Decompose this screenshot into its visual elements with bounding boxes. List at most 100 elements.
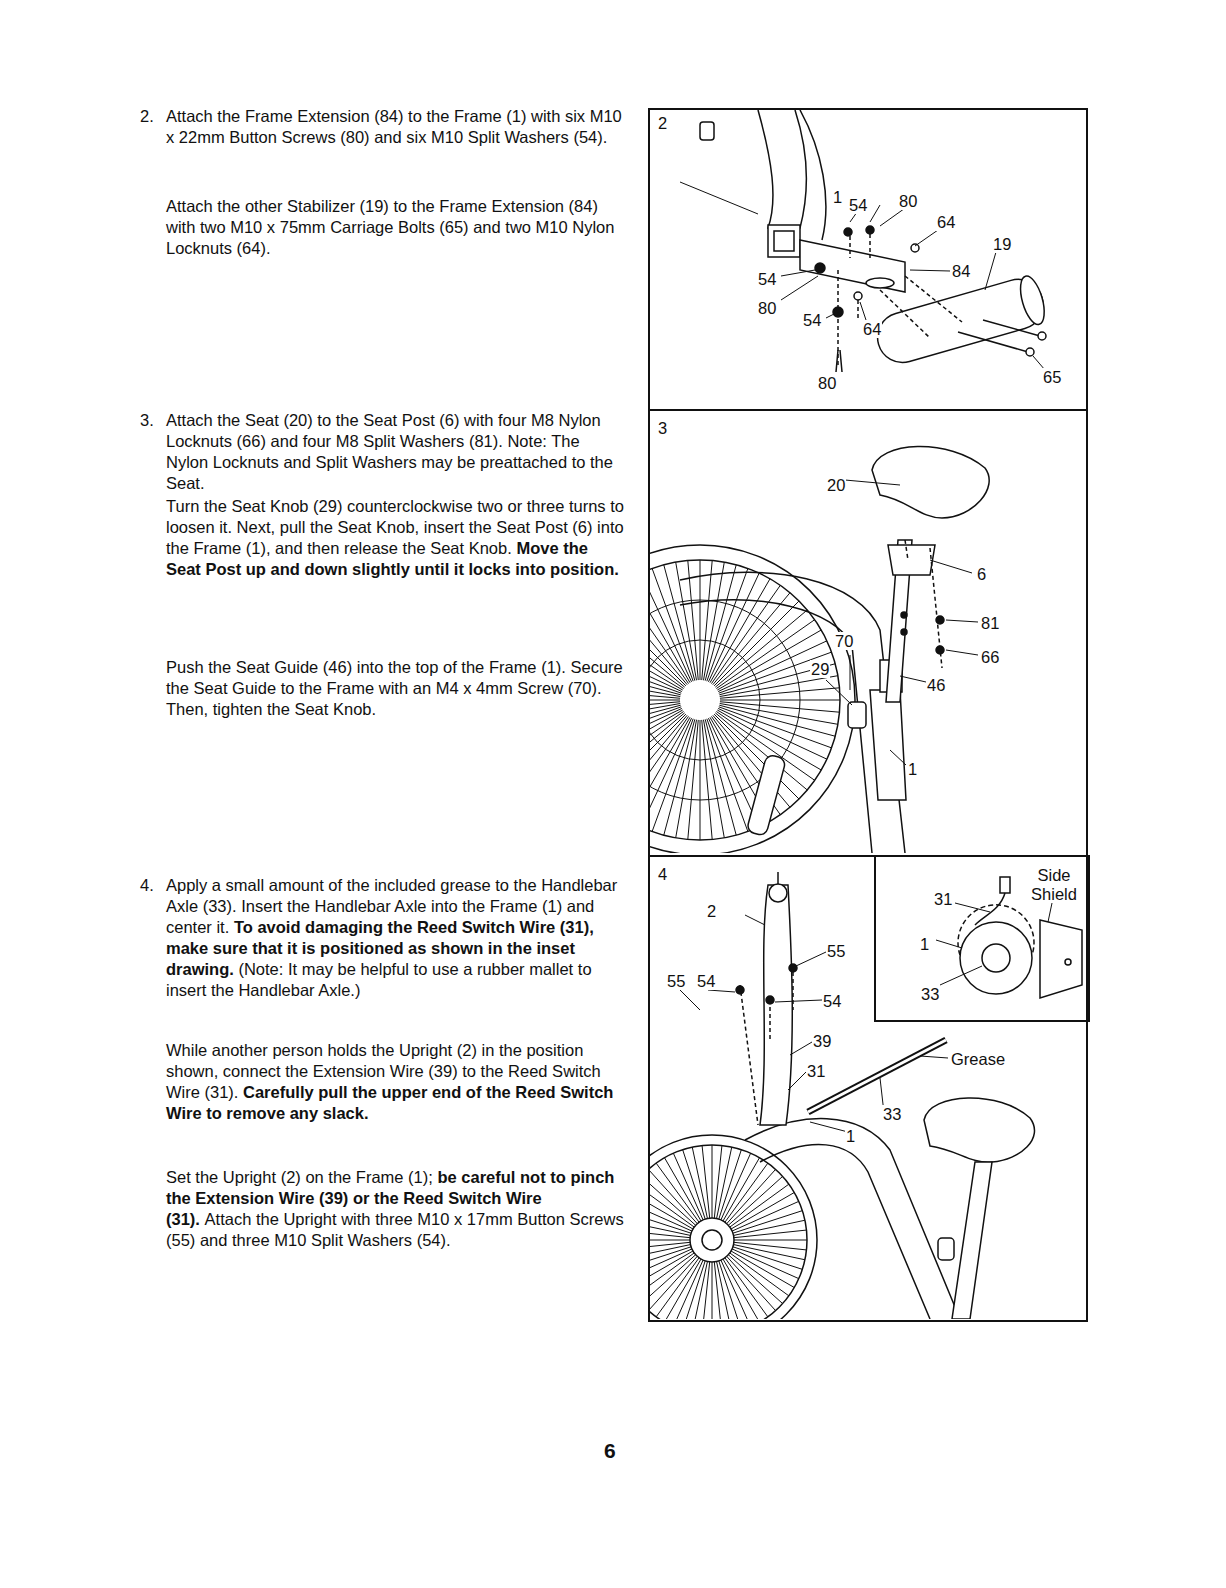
callout-number: 1 <box>907 760 918 778</box>
callout-number: 31 <box>806 1062 826 1080</box>
callout-number: Side Shield <box>1022 866 1086 904</box>
fan-blade <box>656 1258 699 1317</box>
callout-number: 55 <box>666 972 686 990</box>
fan-blade <box>650 702 680 712</box>
fan-blade <box>650 705 681 736</box>
fan-blade <box>717 1147 732 1218</box>
fan-blade <box>728 1255 782 1304</box>
inset-panel: 31Side Shield133 <box>874 855 1090 1022</box>
callout-number: 55 <box>826 942 846 960</box>
fan-blade <box>650 707 681 748</box>
callout-number: 6 <box>976 565 987 583</box>
fan-blade <box>734 1242 807 1250</box>
instruction-text-block: Attach the other Stabilizer (19) to the … <box>166 196 624 259</box>
fan-blade <box>734 1240 807 1241</box>
step3-drawing <box>650 446 989 853</box>
instruction-text-block: While another person holds the Upright (… <box>166 1040 624 1124</box>
instruction-text: Attach the other Stabilizer (19) to the … <box>166 197 614 257</box>
fan-blade <box>728 1176 782 1225</box>
fan-blade <box>650 703 680 724</box>
step-number: 2 <box>658 114 667 133</box>
callout-number: 1 <box>832 188 843 206</box>
fan-blade <box>730 1253 789 1296</box>
callout-number: 54 <box>802 311 822 329</box>
callout-number: 31 <box>934 890 952 909</box>
page-number: 6 <box>604 1439 616 1462</box>
callout-number: 80 <box>898 192 918 210</box>
fan-blade <box>712 1145 713 1218</box>
step4-drawing <box>650 872 1035 1319</box>
fan-blade <box>712 1262 713 1319</box>
step-label: 3. <box>140 411 154 429</box>
instruction-text: Attach the Seat (20) to the Seat Post (6… <box>166 411 613 492</box>
step-panel: 431Side Shield133 <box>648 855 1088 1322</box>
fan-blade <box>727 1256 776 1310</box>
page-number-block: 6 <box>604 1440 644 1461</box>
fan-blade <box>725 1258 768 1317</box>
fan-blade <box>716 620 814 689</box>
fan-blade <box>650 1245 690 1260</box>
callout-number: 80 <box>757 299 777 317</box>
instruction-text-block: Apply a small amount of the included gre… <box>166 875 624 1001</box>
fan-blade <box>656 1163 699 1222</box>
fan-blade <box>707 568 748 681</box>
callout-number: 65 <box>1042 368 1062 386</box>
fan-blade <box>650 1253 694 1296</box>
callout-number: 70 <box>834 632 854 650</box>
fan-blade <box>732 1201 799 1231</box>
fan-blade <box>725 1163 768 1222</box>
callout-number: 46 <box>926 676 946 694</box>
fan-blade <box>734 1245 805 1260</box>
fan-blade <box>673 1153 703 1220</box>
instruction-text: Attach the Frame Extension (84) to the F… <box>166 107 622 146</box>
fan-blade <box>650 700 680 701</box>
fan-blade <box>731 1251 794 1288</box>
fan-blade <box>650 1176 696 1225</box>
fan-blade <box>710 579 770 683</box>
fan-blade <box>720 688 840 698</box>
fan-blade <box>673 1260 703 1319</box>
fan-blade <box>702 720 712 840</box>
callout-number: 54 <box>696 972 716 990</box>
fan-blade <box>683 1150 706 1219</box>
fan-blade <box>650 1247 691 1270</box>
callout-number: 81 <box>980 614 1000 632</box>
fan-blade <box>650 1240 690 1241</box>
fan-blade <box>650 579 690 683</box>
callout-number: 64 <box>936 213 956 231</box>
callout-number: 54 <box>757 270 777 288</box>
instruction-text: Push the Seat Guide (46) into the top of… <box>166 658 623 718</box>
callout-number: 64 <box>862 320 882 338</box>
callout-number: 54 <box>848 196 868 214</box>
callout-number: 19 <box>992 235 1012 253</box>
fan-blade <box>720 700 840 701</box>
instruction-text-block: Attach the Seat (20) to the Seat Post (6… <box>166 410 624 494</box>
step2-drawing <box>680 110 1049 372</box>
part-label: Grease <box>950 1050 1006 1068</box>
step-panel: 2 <box>648 108 1088 411</box>
callout-number: 2 <box>706 902 717 920</box>
fan-blade <box>650 1251 693 1288</box>
fan-blade <box>730 1184 789 1227</box>
callout-number: 54 <box>822 992 842 1010</box>
fan-blade <box>700 720 701 840</box>
step-label: 2. <box>140 107 154 125</box>
step-label: 4. <box>140 876 154 894</box>
fan-blade <box>727 1169 776 1223</box>
callout-number: 80 <box>817 374 837 392</box>
fan-blade <box>723 1158 760 1221</box>
step-panel: 3 <box>648 409 1088 857</box>
instruction-text-block: Turn the Seat Knob (29) counterclockwise… <box>166 496 624 580</box>
fan-blade <box>719 707 832 748</box>
fan-blade <box>734 1230 807 1238</box>
callout-number: 39 <box>812 1032 832 1050</box>
step-label-block: 3. <box>140 410 164 431</box>
callout-number: 66 <box>980 648 1000 666</box>
fan-blade <box>692 1147 707 1218</box>
fan-blade <box>721 1153 751 1220</box>
callout-number: 20 <box>826 476 846 494</box>
fan-blade <box>732 1249 799 1279</box>
instruction-text: Attach the Upright with three M10 x 17mm… <box>166 1210 624 1249</box>
